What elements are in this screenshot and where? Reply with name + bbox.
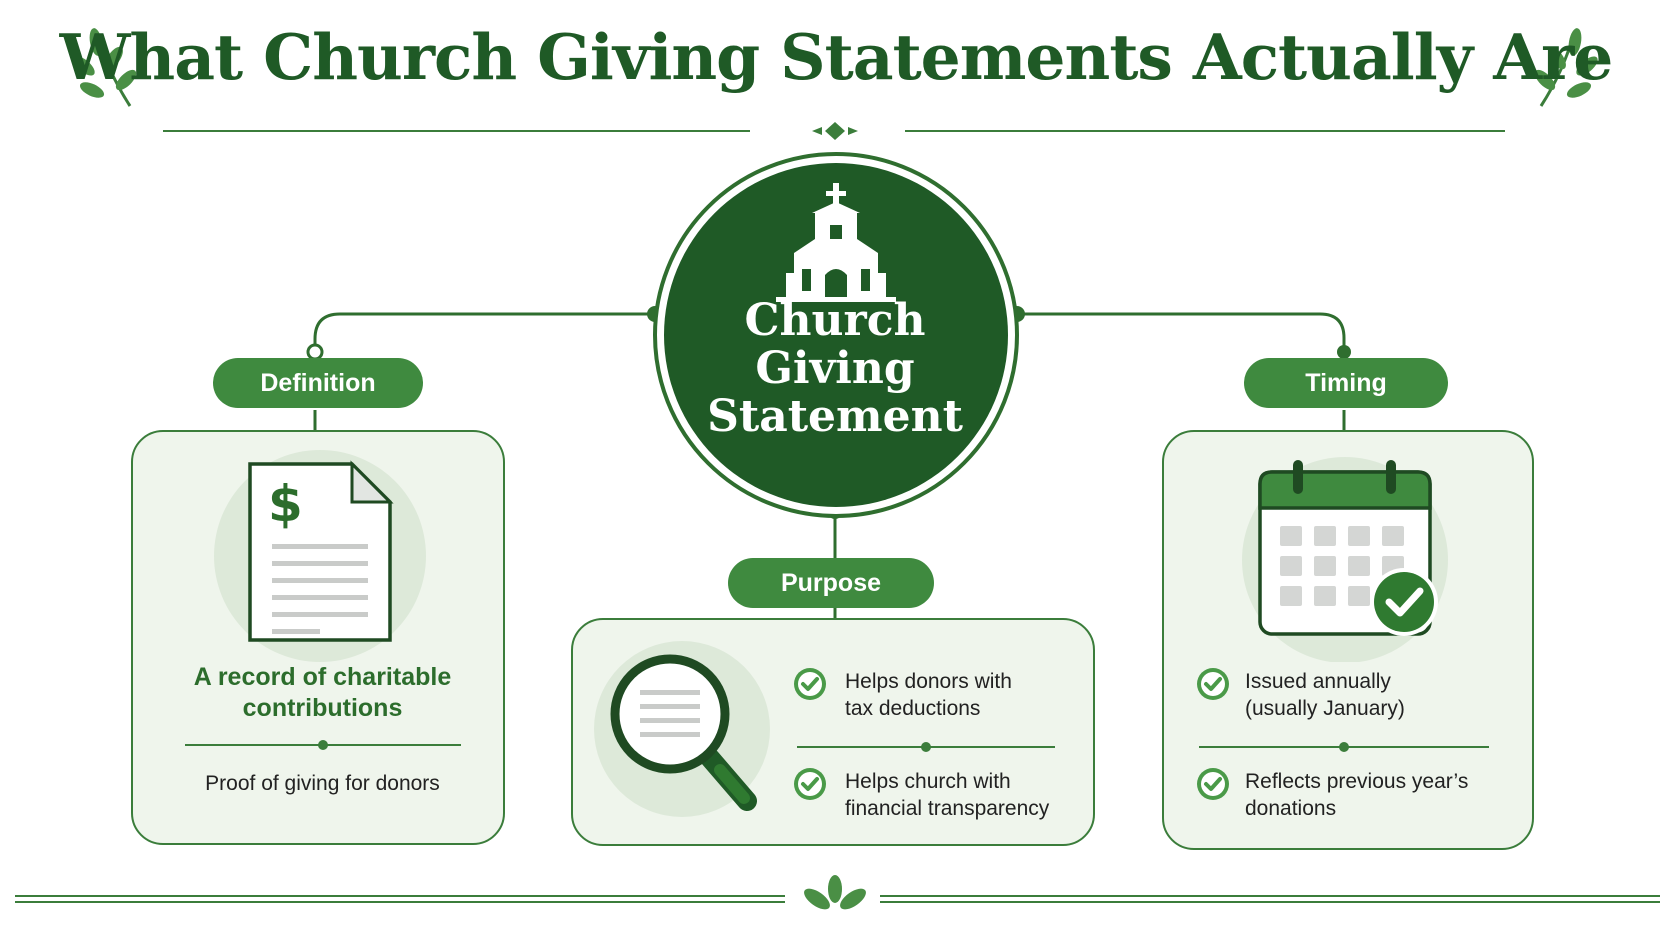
- dollar-sign: $: [268, 475, 303, 533]
- timing-item-line: Issued annually: [1245, 670, 1391, 693]
- check-icon: [794, 668, 826, 700]
- purpose-item-line: Helps church with: [845, 770, 1011, 793]
- leaf-ornament-icon: [804, 875, 866, 910]
- definition-label: Definition: [213, 358, 423, 408]
- center-badge: [653, 152, 1019, 518]
- timing-item-line: Reflects previous year’s: [1245, 770, 1469, 793]
- leaf-sprig-left-icon: [73, 28, 137, 107]
- definition-subtext: Proof of giving for donors: [205, 772, 440, 795]
- check-icon: [794, 768, 826, 800]
- purpose-item-line: tax deductions: [845, 697, 981, 720]
- leaf-sprig-right-icon: [1534, 28, 1598, 107]
- timing-label: Timing: [1244, 358, 1448, 408]
- timing-item-line: (usually January): [1245, 697, 1405, 720]
- connector-lines: [313, 312, 1346, 618]
- document-dollar-icon: [214, 450, 426, 662]
- definition-text-line: contributions: [242, 694, 403, 722]
- definition-text-line: A record of charitable: [193, 663, 452, 691]
- purpose-divider: [797, 742, 1055, 752]
- timing-item-line: donations: [1245, 797, 1337, 820]
- timing-divider: [1199, 742, 1489, 752]
- magnifying-glass-icon: [594, 641, 770, 817]
- diamond-ornament: [812, 122, 858, 140]
- purpose-label: Purpose: [728, 558, 934, 608]
- timing-item: Reflects previous year’s donations: [1245, 768, 1495, 822]
- purpose-item-line: Helps donors with: [845, 670, 1012, 693]
- definition-divider: [185, 740, 461, 750]
- purpose-item-line: financial transparency: [845, 797, 1050, 820]
- check-icon: [1197, 668, 1229, 700]
- center-title-line: Giving: [755, 343, 915, 394]
- center-title-line: Church: [744, 295, 926, 346]
- check-icon: [1197, 768, 1229, 800]
- definition-text: A record of charitable contributions: [140, 662, 505, 724]
- page-title: What Church Giving Statements Actually A…: [59, 20, 1614, 94]
- purpose-item: Helps church with financial transparency: [845, 768, 1095, 822]
- center-title: Church Giving Statement: [665, 297, 1005, 441]
- center-title-line: Statement: [707, 391, 963, 442]
- purpose-item: Helps donors with tax deductions: [845, 668, 1095, 722]
- calendar-check-icon: [1242, 457, 1448, 662]
- timing-item: Issued annually (usually January): [1245, 668, 1495, 722]
